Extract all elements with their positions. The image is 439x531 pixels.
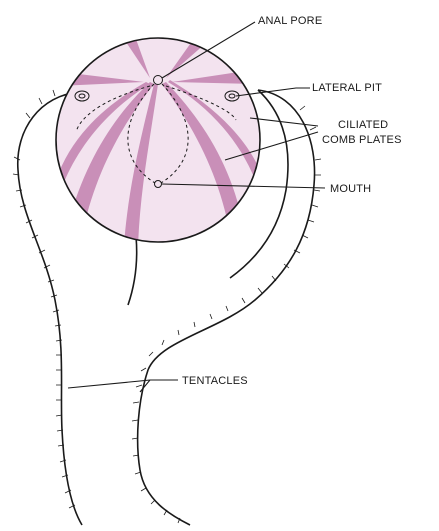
label-tentacles: TENTACLES: [182, 375, 248, 387]
label-lateral-pit: LATERAL PIT: [312, 82, 382, 94]
label-comb-plates: COMB PLATES: [322, 134, 402, 146]
label-ciliated: CILIATED: [338, 119, 388, 131]
label-mouth: MOUTH: [330, 183, 371, 195]
label-anal-pore: ANAL PORE: [258, 15, 322, 27]
ctenophore-body: [56, 28, 262, 247]
